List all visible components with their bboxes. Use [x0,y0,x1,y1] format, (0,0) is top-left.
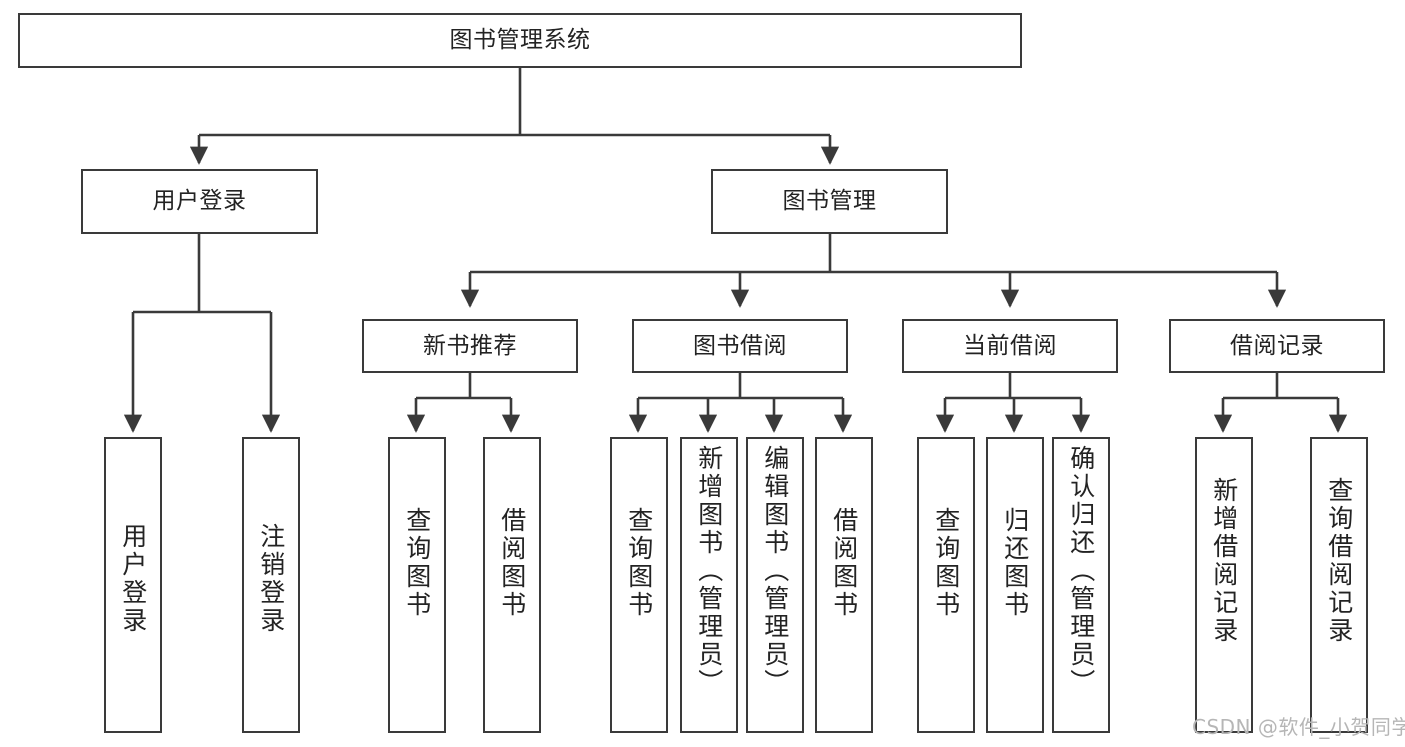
node-borrow-record[interactable]: 借阅记录 [1169,319,1385,373]
node-label: 确认归还（管理员） [1066,445,1096,697]
leaf-user-login[interactable]: 用户登录 [104,437,162,733]
leaf-return-book[interactable]: 归还图书 [986,437,1044,733]
leaf-query-borrow-record[interactable]: 查询借阅记录 [1310,437,1368,733]
node-label: 新增借阅记录 [1209,477,1239,645]
leaf-borrow-book-1[interactable]: 借阅图书 [483,437,541,733]
leaf-borrow-book-2[interactable]: 借阅图书 [815,437,873,733]
leaf-confirm-return-admin[interactable]: 确认归还（管理员） [1052,437,1110,733]
node-current-borrow[interactable]: 当前借阅 [902,319,1118,373]
csdn-watermark: CSDN @软件_小贺同学 [1192,715,1405,739]
node-label: 查询图书 [931,507,961,619]
node-new-book-recommend[interactable]: 新书推荐 [362,319,578,373]
node-label: 用户登录 [118,523,148,635]
node-label: 编辑图书（管理员） [760,445,790,697]
node-label: 当前借阅 [963,332,1057,359]
node-label: 注销登录 [256,523,286,635]
leaf-add-book-admin[interactable]: 新增图书（管理员） [680,437,738,733]
leaf-logout[interactable]: 注销登录 [242,437,300,733]
node-label: 图书管理 [782,188,877,215]
node-label: 新书推荐 [423,332,517,359]
node-label: 借阅图书 [497,507,527,619]
leaf-add-borrow-record[interactable]: 新增借阅记录 [1195,437,1253,733]
node-label: 新增图书（管理员） [694,445,724,697]
leaf-query-book-1[interactable]: 查询图书 [388,437,446,733]
node-label: 借阅图书 [829,507,859,619]
node-label: 用户登录 [152,188,247,215]
node-user-login[interactable]: 用户登录 [81,169,318,234]
leaf-query-book-3[interactable]: 查询图书 [917,437,975,733]
node-label: 图书借阅 [693,332,787,359]
leaf-edit-book-admin[interactable]: 编辑图书（管理员） [746,437,804,733]
node-book-management-system[interactable]: 图书管理系统 [18,13,1022,68]
node-label: 图书管理系统 [449,27,591,54]
node-label: 查询图书 [402,507,432,619]
node-label: 借阅记录 [1230,332,1324,359]
node-label: 查询图书 [624,507,654,619]
leaf-query-book-2[interactable]: 查询图书 [610,437,668,733]
node-book-management[interactable]: 图书管理 [711,169,948,234]
node-book-borrow[interactable]: 图书借阅 [632,319,848,373]
node-label: 查询借阅记录 [1324,477,1354,645]
node-label: 归还图书 [1000,507,1030,619]
